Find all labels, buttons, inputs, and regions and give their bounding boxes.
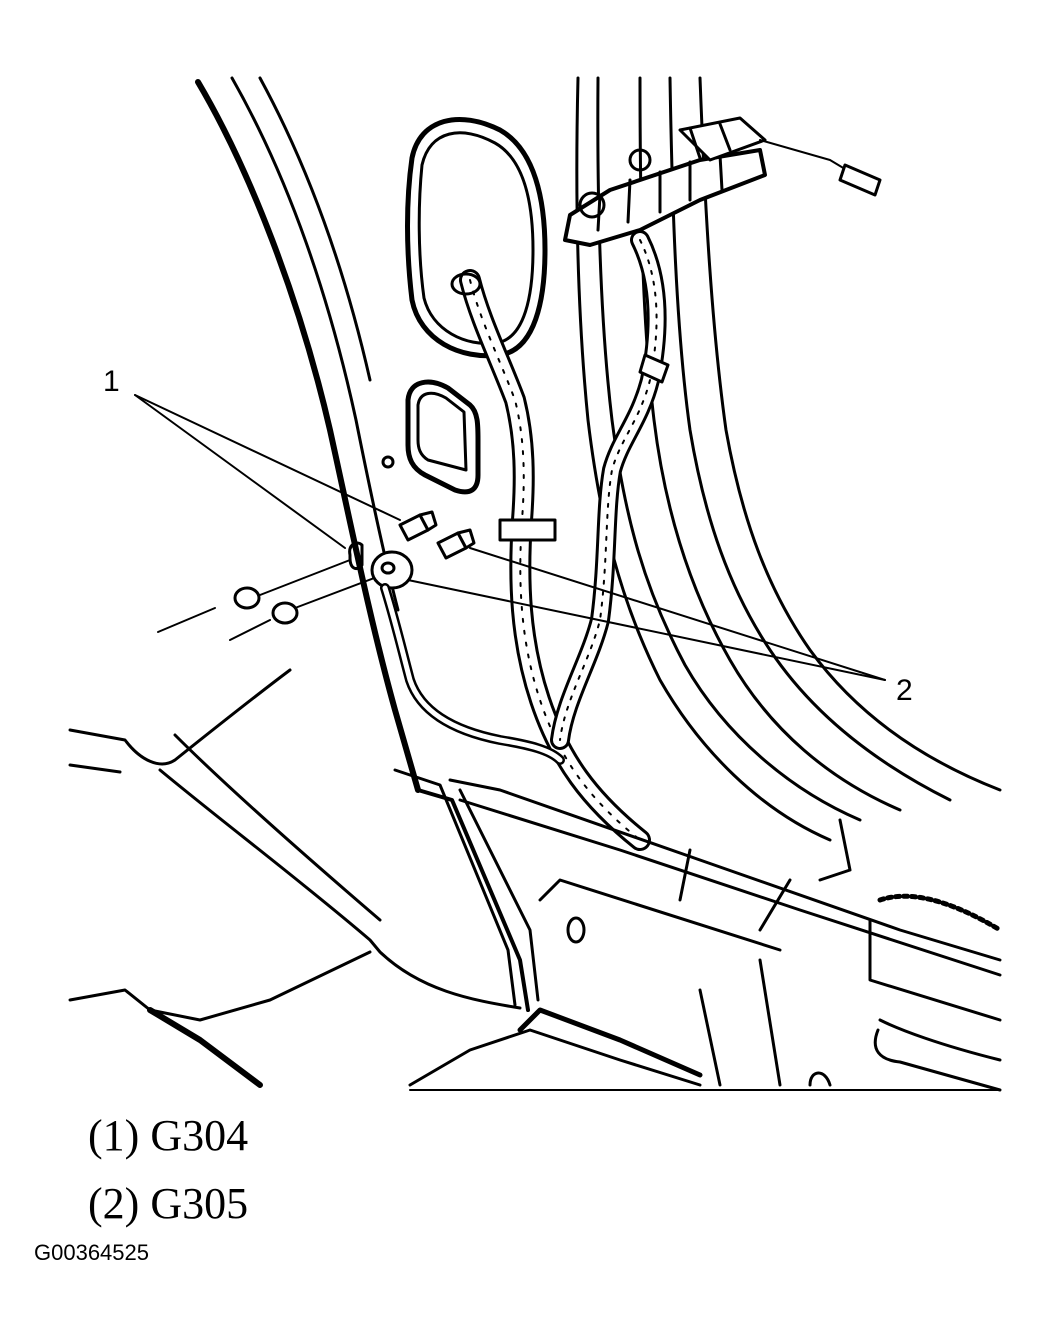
body-pillar (195, 76, 540, 1012)
callout-leaders (134, 394, 886, 681)
legend-item-g304: (1) G304 (88, 1112, 248, 1160)
legend-code: G304 (150, 1111, 249, 1160)
figure-id: G00364525 (34, 1240, 149, 1265)
ground-eyelet-g305 (370, 550, 565, 765)
ground-bolts-g304 (348, 510, 476, 570)
callout-label-1: 1 (103, 365, 120, 398)
wiring-harness-main (450, 269, 651, 851)
legend-code: G305 (150, 1179, 249, 1228)
connector-module (563, 116, 882, 247)
rocker-panel (68, 668, 1003, 1092)
ground-location-diagram (68, 76, 1003, 1092)
legend-number: (2) (88, 1179, 140, 1228)
ground-nuts (157, 559, 383, 641)
callout-label-2: 2 (896, 674, 913, 707)
legend-number: (1) (88, 1111, 140, 1160)
wiring-harness-upper (550, 230, 670, 750)
oval-access-hole (405, 116, 548, 359)
legend-item-g305: (2) G305 (88, 1180, 248, 1228)
rectangular-hole (381, 379, 481, 495)
